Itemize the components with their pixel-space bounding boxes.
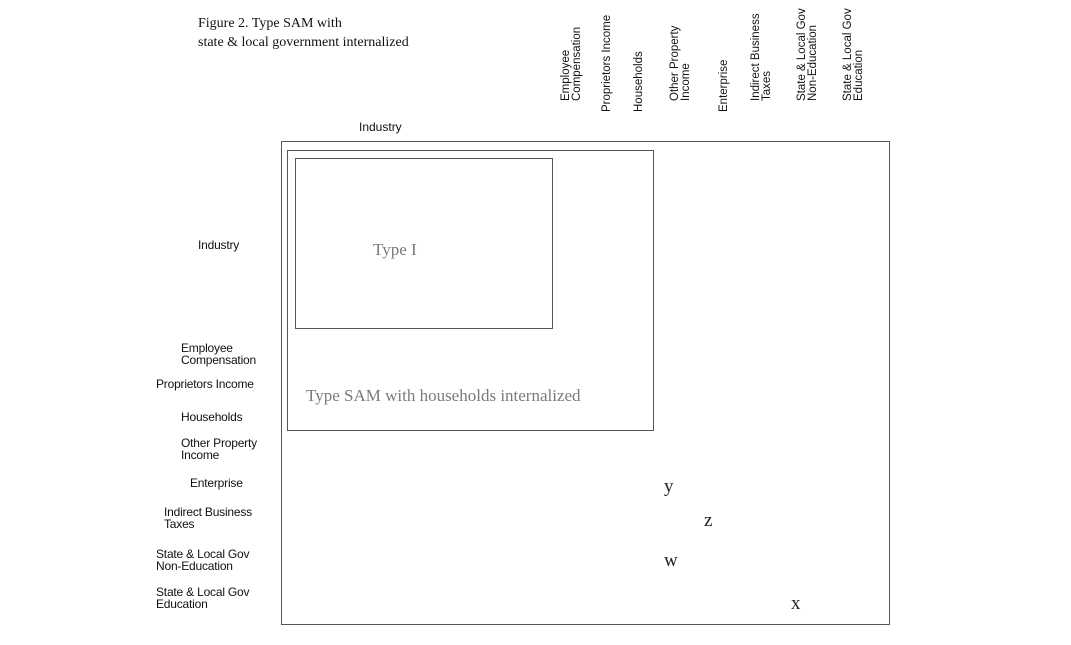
type-sam-households-box xyxy=(287,150,654,431)
figure-title-line-1: Figure 2. Type SAM with xyxy=(198,16,342,31)
row-label-employee-compensation: Employee Compensation xyxy=(181,341,256,367)
row-label-indirect-business-taxes: Indirect Business Taxes xyxy=(164,505,252,531)
row-label-proprietors-income: Proprietors Income xyxy=(156,377,254,391)
figure-title-line-2: state & local government internalized xyxy=(198,35,409,50)
type-i-box xyxy=(295,158,553,329)
type-sam-households-label: Type SAM with households internalized xyxy=(306,386,581,405)
type-sam-matrix-outer-box xyxy=(281,141,890,625)
row-label-state-local-gov-education: State & Local Gov Education xyxy=(156,585,250,611)
cell-marker-x: x xyxy=(791,593,801,614)
row-label-industry: Industry xyxy=(198,238,240,252)
cell-marker-y: y xyxy=(664,476,674,497)
cell-marker-w: w xyxy=(664,550,678,571)
row-label-state-local-gov-non-education: State & Local Gov Non-Education xyxy=(156,547,250,573)
figure-title: Figure 2. Type SAM with state & local go… xyxy=(198,14,409,52)
row-label-households: Households xyxy=(181,410,243,424)
cell-marker-z: z xyxy=(704,510,713,531)
row-label-other-property-income: Other Property Income xyxy=(181,436,257,462)
row-label-enterprise: Enterprise xyxy=(190,476,243,490)
type-i-label: Type I xyxy=(373,240,417,259)
column-header-industry: Industry xyxy=(359,120,402,134)
